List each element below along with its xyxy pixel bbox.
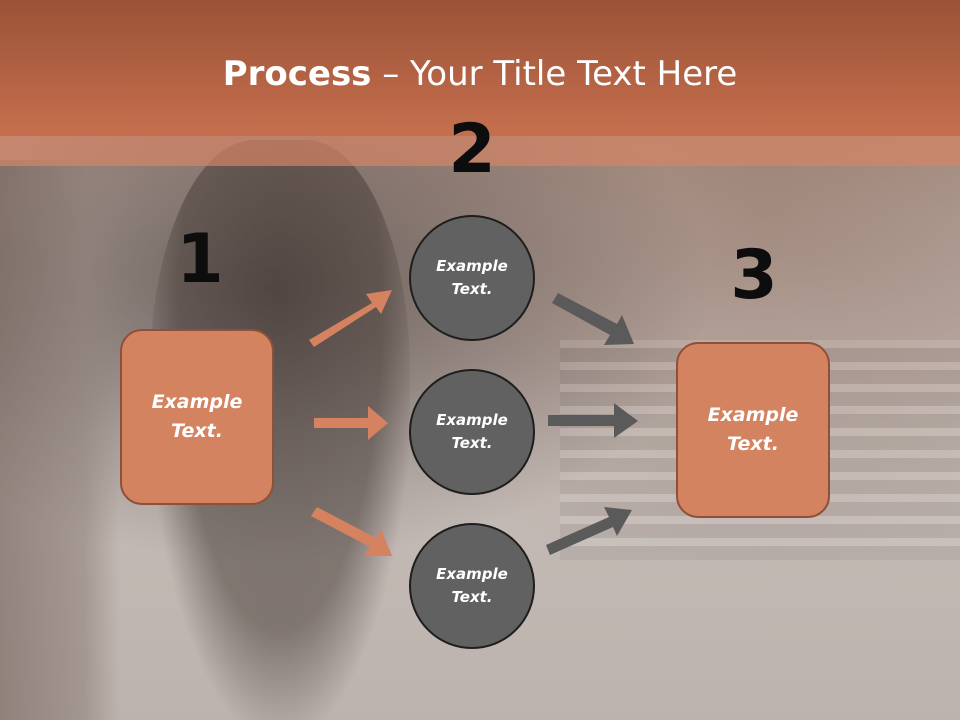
step-number-3: 3 xyxy=(730,236,778,315)
circle-bottom[interactable]: Example Text. xyxy=(409,523,535,649)
circle-middle[interactable]: Example Text. xyxy=(409,369,535,495)
arrow-to-bottom-circle xyxy=(311,507,392,556)
arrow-from-bottom-circle xyxy=(546,507,632,555)
background-wall xyxy=(0,160,120,720)
left-box-text: Example Text. xyxy=(151,391,243,442)
arrow-from-middle-circle xyxy=(548,403,638,438)
arrow-to-top-circle xyxy=(309,290,392,347)
left-box[interactable]: Example Text. xyxy=(120,329,274,505)
circle-top-text: Example Text. xyxy=(436,257,508,298)
title-rest: – Your Title Text Here xyxy=(371,54,738,94)
title-bar xyxy=(0,0,960,136)
step-number-1: 1 xyxy=(176,220,224,299)
circle-top[interactable]: Example Text. xyxy=(409,215,535,341)
arrow-to-middle-circle xyxy=(314,406,388,440)
arrow-from-top-circle xyxy=(552,293,634,345)
circle-middle-text: Example Text. xyxy=(436,411,508,452)
circle-bottom-text: Example Text. xyxy=(436,565,508,606)
step-number-2: 2 xyxy=(448,110,496,189)
right-box[interactable]: Example Text. xyxy=(676,342,830,518)
gray-arrows xyxy=(546,293,638,555)
title-bold: Process xyxy=(222,54,372,94)
right-box-text: Example Text. xyxy=(707,404,799,455)
orange-arrows xyxy=(309,290,392,556)
slide-title: Process – Your Title Text Here xyxy=(0,52,960,96)
title-band xyxy=(0,136,960,166)
